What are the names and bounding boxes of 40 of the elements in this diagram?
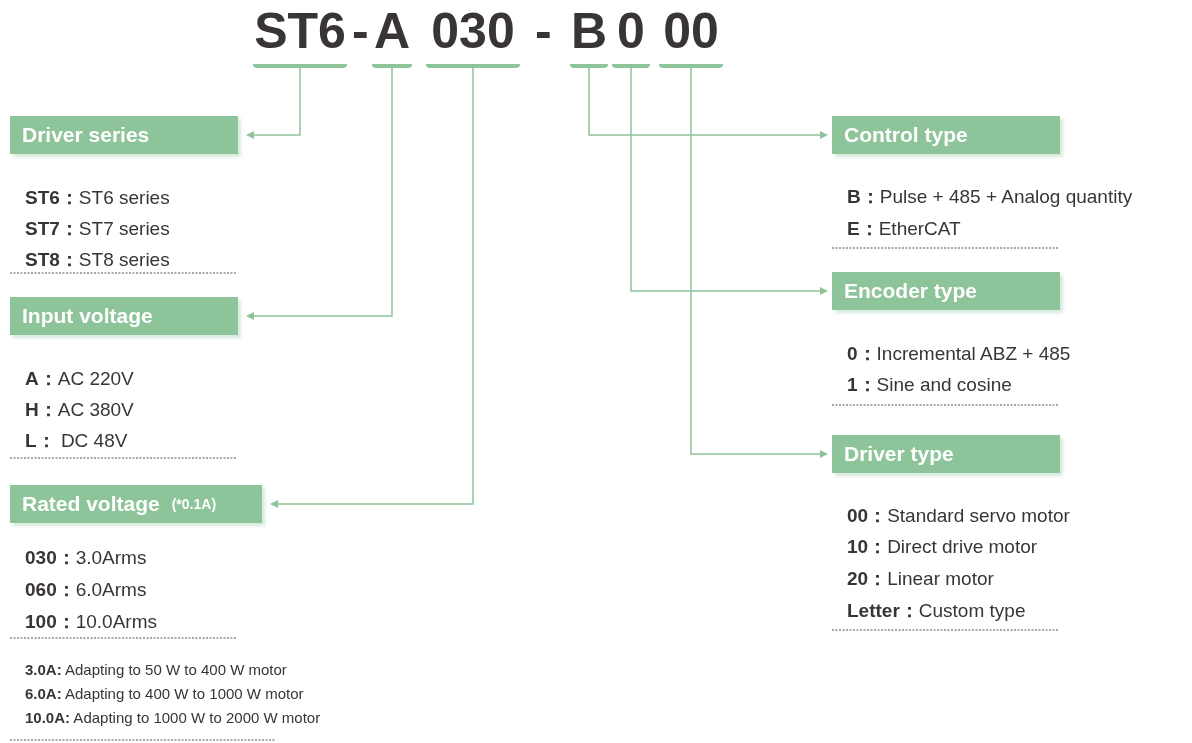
option-text: ST6：ST6 series bbox=[25, 186, 170, 210]
option-text: ST8：ST8 series bbox=[25, 248, 170, 272]
connector-arrow bbox=[246, 67, 301, 139]
connector-arrow bbox=[690, 67, 828, 458]
option-text: 10：Direct drive motor bbox=[847, 535, 1038, 559]
category-header: Encoder type bbox=[832, 272, 1060, 310]
option-text: 060：6.0Arms bbox=[25, 578, 147, 602]
option-text: L： DC 48V bbox=[25, 429, 128, 453]
code-segment: A bbox=[372, 2, 412, 68]
note-text: 3.0A: Adapting to 50 W to 400 W motor bbox=[25, 660, 287, 680]
connector-arrow bbox=[246, 67, 393, 320]
option-text: 0：Incremental ABZ + 485 bbox=[847, 342, 1071, 366]
option-text: Letter：Custom type bbox=[847, 599, 1026, 623]
category-header: Input voltage bbox=[10, 297, 238, 335]
code-segment: 0 bbox=[612, 2, 650, 68]
option-text: E：EtherCAT bbox=[847, 217, 961, 241]
category-header: Driver series bbox=[10, 116, 238, 154]
connector-arrow bbox=[588, 67, 828, 139]
connector-arrow bbox=[270, 67, 474, 508]
code-segment: B bbox=[570, 2, 608, 68]
separator-dash: - bbox=[535, 2, 552, 60]
code-segment: ST6 bbox=[253, 2, 347, 68]
option-text: H：AC 380V bbox=[25, 398, 134, 422]
option-text: A：AC 220V bbox=[25, 367, 134, 391]
option-text: ST7：ST7 series bbox=[25, 217, 170, 241]
code-segment: 00 bbox=[659, 2, 723, 68]
category-header: Rated voltage (*0.1A) bbox=[10, 485, 262, 523]
note-text: 6.0A: Adapting to 400 W to 1000 W motor bbox=[25, 684, 304, 704]
option-text: 00：Standard servo motor bbox=[847, 504, 1070, 528]
category-header: Control type bbox=[832, 116, 1060, 154]
separator-dash: - bbox=[352, 2, 369, 60]
option-text: 030：3.0Arms bbox=[25, 546, 147, 570]
connector-arrow bbox=[630, 67, 828, 295]
option-text: 20：Linear motor bbox=[847, 567, 994, 591]
option-text: 1：Sine and cosine bbox=[847, 373, 1012, 397]
option-text: B：Pulse + 485 + Analog quantity bbox=[847, 185, 1133, 209]
category-header: Driver type bbox=[832, 435, 1060, 473]
note-text: 10.0A: Adapting to 1000 W to 2000 W motor bbox=[25, 708, 321, 728]
option-text: 100：10.0Arms bbox=[25, 610, 157, 634]
code-segment: 030 bbox=[426, 2, 520, 68]
